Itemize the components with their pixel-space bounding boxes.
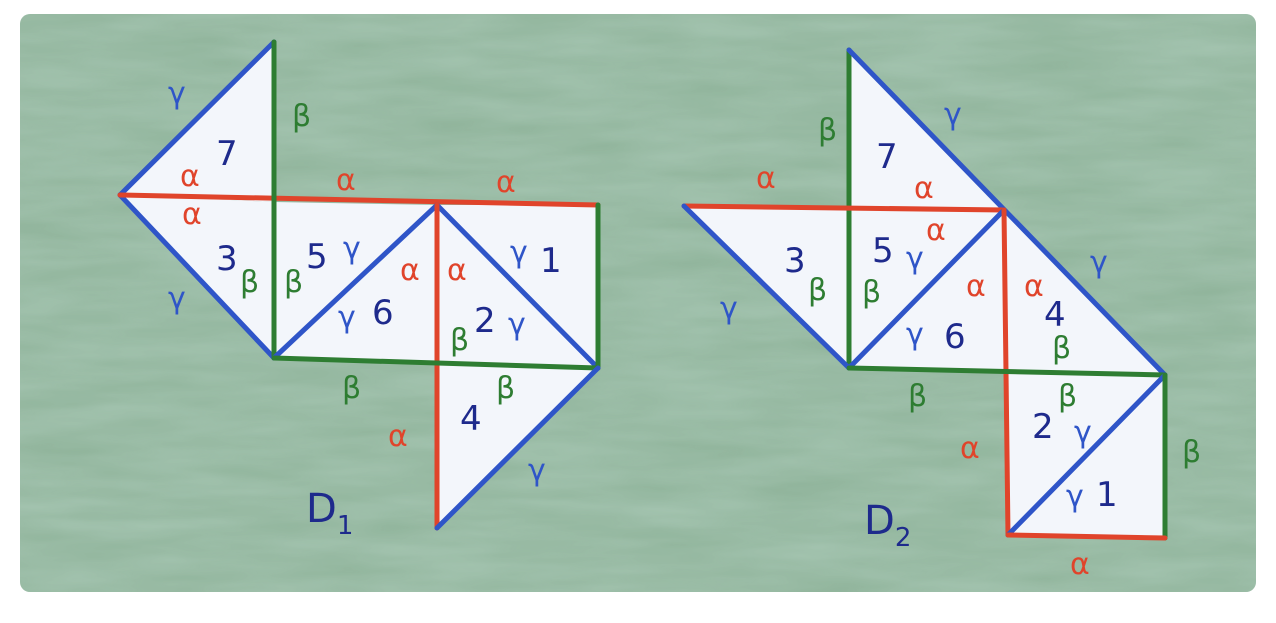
d1-label-alpha: α <box>336 163 356 198</box>
d2-label-alpha: α <box>1070 547 1090 582</box>
d2-edge-alpha <box>681 203 1007 213</box>
d2-label-alpha: α <box>960 431 980 466</box>
d1-label-alpha: α <box>182 197 202 232</box>
d2-number-3: 3 <box>784 241 806 281</box>
d2-label-alpha: α <box>966 269 986 304</box>
d1-label-beta: β <box>284 265 303 300</box>
d1-label-beta: β <box>450 323 469 358</box>
d1-label-gamma: γ <box>168 76 186 111</box>
d1-label-alpha: α <box>447 253 467 288</box>
d1-number-6: 6 <box>372 293 394 333</box>
d2-edge-beta <box>846 365 1168 378</box>
d1-edge-beta <box>271 355 601 371</box>
d2-label-gamma: γ <box>906 241 924 276</box>
d2-number-6: 6 <box>944 317 966 357</box>
d1-number-5: 5 <box>306 237 328 277</box>
d2-number-4: 4 <box>1044 295 1066 335</box>
d2-label-alpha: α <box>1024 269 1044 304</box>
d1-label-gamma: γ <box>510 235 528 270</box>
d1-number-1: 1 <box>540 241 562 281</box>
diagram-d2: γ β α α α γ γ β β γ α α γ β β β γ α β γ … <box>681 47 1201 582</box>
d2-label: D2 <box>864 498 911 553</box>
d2-label-beta: β <box>862 275 881 310</box>
d2-number-2: 2 <box>1032 407 1054 447</box>
d2-label-gamma: γ <box>906 317 924 352</box>
d1-label-alpha: α <box>400 253 420 288</box>
diagram-d1: γ β α α α α β β γ γ γ α α γ β γ β β α γ … <box>117 39 601 541</box>
d2-label-gamma: γ <box>1066 479 1084 514</box>
d1-label-gamma: γ <box>168 281 186 316</box>
d2-number-1: 1 <box>1096 475 1118 515</box>
d1-edge-gamma <box>434 202 601 371</box>
d2-label-beta: β <box>1058 379 1077 414</box>
d1-label-beta: β <box>342 371 361 406</box>
d2-label-gamma: γ <box>944 97 962 132</box>
d2-label-gamma: γ <box>720 291 738 326</box>
d1-edge-gamma <box>117 39 277 198</box>
d2-number-7: 7 <box>876 137 898 177</box>
d2-edge-gamma <box>1005 372 1168 538</box>
d2-edge-gamma <box>846 47 1168 378</box>
d1-label-gamma: γ <box>528 453 546 488</box>
d1-edge-gamma <box>271 202 440 361</box>
d2-label-beta: β <box>1182 435 1201 470</box>
d1-number-7: 7 <box>216 134 238 174</box>
d1-label-gamma: γ <box>508 307 526 342</box>
d2-label-alpha: α <box>756 161 776 196</box>
d1-label-alpha: α <box>496 165 516 200</box>
d1-label: D1 <box>306 486 353 541</box>
d1-edge-gamma <box>434 365 601 531</box>
d1-label-beta: β <box>240 265 259 300</box>
d1-number-2: 2 <box>474 301 496 341</box>
d2-label-beta: β <box>1052 331 1071 366</box>
d1-label-alpha: α <box>180 159 200 194</box>
d2-label-alpha: α <box>926 213 946 248</box>
d2-label-beta: β <box>818 113 837 148</box>
d1-edge-gamma <box>117 192 277 361</box>
d1-number-4: 4 <box>460 399 482 439</box>
d1-number-3: 3 <box>216 239 238 279</box>
d1-label-beta: β <box>496 371 515 406</box>
d2-edge-gamma <box>681 203 852 371</box>
d1-label-gamma: γ <box>343 231 361 266</box>
d2-edge-gamma <box>846 207 1007 371</box>
d1-label-beta: β <box>292 99 311 134</box>
d1-edge-alpha <box>117 192 601 208</box>
d2-label-beta: β <box>808 273 827 308</box>
d2-label-gamma: γ <box>1074 415 1092 450</box>
d2-number-5: 5 <box>872 231 894 271</box>
d1-label-alpha: α <box>388 419 408 454</box>
d2-label-gamma: γ <box>1090 245 1108 280</box>
d2-edge-alpha <box>1005 532 1168 541</box>
d2-label-beta: β <box>908 379 927 414</box>
d1-label-gamma: γ <box>338 300 356 335</box>
d2-label-alpha: α <box>914 171 934 206</box>
